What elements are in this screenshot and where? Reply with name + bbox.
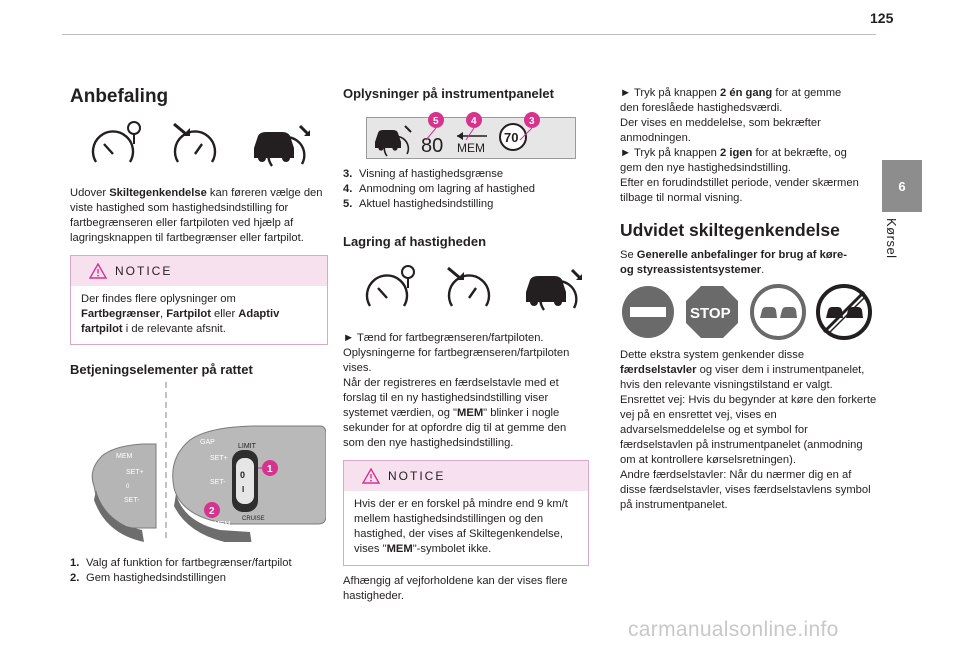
svg-text:5: 5 (433, 116, 439, 127)
stop-sign-icon: STOP (686, 286, 738, 338)
notice-header: NOTICE (344, 461, 588, 491)
speed-gauge-pointer-icon (173, 122, 217, 163)
chapter-number: 6 (898, 178, 906, 194)
store-steps-text: ► Tryk på knappen 2 én gang for at gemme… (620, 87, 859, 204)
end-no-overtaking-sign-icon (816, 284, 872, 340)
section-title-speed-storage: Lagring af hastigheden (343, 234, 487, 249)
section-title-controls: Betjeningselementer på rattet (70, 362, 253, 377)
callout-badge-4: 4 (465, 112, 482, 141)
notice-box-2: NOTICE Hvis der er en forskel på mindre … (343, 460, 589, 566)
svg-text:1: 1 (267, 464, 273, 475)
svg-text:SET+: SET+ (210, 455, 228, 462)
see-also-text: Se Generelle anbefalinger for brug af kø… (620, 249, 847, 276)
callout-badge-3: 3 (519, 112, 540, 141)
speed-gauge-pointer-icon (447, 266, 491, 307)
speed-gauge-icon (365, 265, 415, 307)
notice-text: Hvis der er en forskel på mindre end 9 k… (354, 498, 568, 555)
speed-pictograms-row-2 (365, 265, 582, 311)
callout-badge-1: 1 (258, 460, 278, 476)
extended-recognition-text: Dette ekstra system genkender disse færd… (620, 349, 877, 511)
svg-text:0: 0 (240, 470, 245, 480)
header-rule (62, 34, 876, 35)
recommendation-intro: Udover Skiltegenkendelse kan føreren væl… (70, 187, 323, 244)
distance-car-gauge-icon (526, 268, 582, 311)
svg-text:4: 4 (471, 116, 477, 127)
section-title-instrument-panel: Oplysninger på instrumentpanelet (343, 86, 554, 101)
section-title-extended-recognition: Udvidet skiltegenkendelse (620, 220, 840, 240)
notice-box-1: NOTICE Der findes flere oplysninger om F… (70, 255, 328, 345)
no-entry-sign-icon (622, 286, 674, 338)
svg-text:SET-: SET- (210, 479, 226, 486)
chapter-tab: 6 (882, 160, 922, 212)
callout-badge-2: 2 (204, 502, 220, 518)
speed-gauge-icon (91, 121, 141, 163)
notice-text: Der findes flere oplysninger om Fartbegr… (81, 293, 280, 335)
warning-triangle-icon (362, 468, 380, 484)
section-title-recommendation: Anbefaling (70, 86, 169, 107)
list-item: 2.Gem hastighedsindstillingen (70, 572, 226, 584)
svg-text:0: 0 (126, 484, 130, 490)
steering-control-illustration: MEM SET+ 0 SET- GAP SET+ SET- MEM 0 I LI… (91, 382, 326, 542)
watermark: carmanualsonline.info (628, 618, 839, 641)
distance-car-gauge-icon (254, 124, 310, 167)
svg-text:CRUISE: CRUISE (242, 516, 265, 522)
svg-text:I: I (242, 485, 244, 494)
list-item: 4.Anmodning om lagring af hastighed (343, 183, 536, 195)
current-speed-value: 80 (421, 135, 443, 157)
stalk-left: MEM SET+ 0 SET- (91, 443, 157, 542)
display-legend-list: 3.Visning af hastighedsgrænse 4.Anmodnin… (343, 167, 535, 212)
road-conditions-text: Afhængig af vejforholdene kan der vises … (343, 575, 568, 602)
svg-text:GAP: GAP (200, 439, 215, 446)
warning-triangle-icon (89, 263, 107, 279)
svg-text:MEM: MEM (116, 453, 133, 460)
chapter-label: Kørsel (884, 218, 899, 259)
svg-text:SET+: SET+ (126, 469, 144, 476)
page-number: 125 (870, 10, 894, 26)
no-overtaking-sign-icon (750, 284, 806, 340)
speed-pictograms-row (91, 121, 310, 167)
list-item: 1.Valg af funktion for fartbegrænser/far… (70, 557, 292, 569)
mem-indicator: MEM (457, 141, 485, 155)
controls-list: 1.Valg af funktion for fartbegrænser/far… (70, 556, 292, 586)
svg-text:2: 2 (209, 506, 215, 517)
arrow-left-icon (457, 132, 487, 140)
svg-text:MEM: MEM (214, 521, 231, 528)
display-callouts: 5 4 3 (425, 112, 540, 141)
list-item: 3.Visning af hastighedsgrænse (343, 168, 504, 180)
traffic-signs-row: STOP (622, 284, 872, 340)
speed-limit-sign (499, 123, 527, 151)
speed-storage-text: ► Tænd for fartbegrænseren/fartpiloten. … (343, 332, 570, 449)
svg-text:STOP: STOP (690, 305, 731, 322)
svg-text:LIMIT: LIMIT (238, 443, 257, 450)
list-item: 5.Aktuel hastighedsindstilling (343, 198, 494, 210)
stalk-right: GAP SET+ SET- MEM 0 I LIMIT CRUISE (172, 425, 326, 542)
car-distance-icon (375, 125, 412, 157)
notice-header: NOTICE (71, 256, 327, 286)
svg-text:SET-: SET- (124, 497, 140, 504)
svg-text:70: 70 (504, 130, 518, 145)
instrument-display: 80 MEM 70 (366, 117, 576, 159)
svg-text:3: 3 (529, 116, 535, 127)
callout-badge-5: 5 (425, 112, 444, 141)
